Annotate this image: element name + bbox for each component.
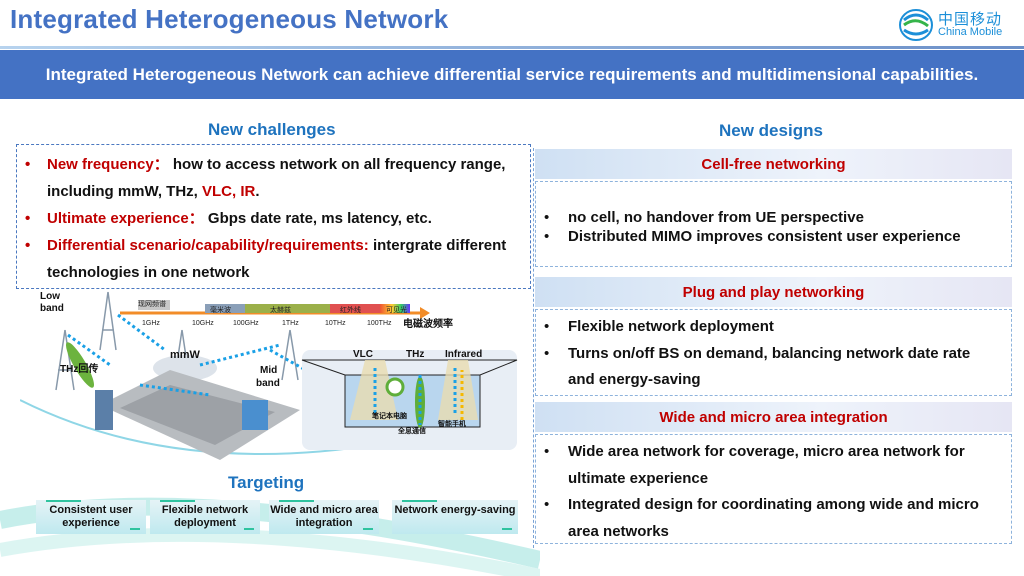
band-label: 毫米波 xyxy=(210,305,231,314)
targeting-heading: Targeting xyxy=(228,473,305,492)
challenges-box: New frequency： how to access network on … xyxy=(16,144,531,289)
challenge-label: New frequency： xyxy=(47,156,169,173)
freq-tick: 100THz xyxy=(367,320,392,327)
challenges-heading: New challenges xyxy=(208,120,336,139)
target-card: Consistent user experience xyxy=(36,500,146,534)
low-band-label: Low xyxy=(40,291,60,302)
target-card-label: Wide and micro area integration xyxy=(270,504,378,529)
design-section-body: Flexible network deployment Turns on/off… xyxy=(535,309,1012,396)
phone-label: 智能手机 xyxy=(438,419,466,428)
vlc-label: VLC xyxy=(353,349,373,360)
target-card-label: Network energy-saving xyxy=(394,504,516,516)
summary-banner: Integrated Heterogeneous Network can ach… xyxy=(0,50,1024,99)
spectrum-axis-label: 电磁波频率 xyxy=(403,317,453,330)
band-label: 太赫兹 xyxy=(270,305,291,314)
freq-tick: 10THz xyxy=(325,320,346,327)
freq-tick: 1THz xyxy=(282,320,299,327)
design-section-title: Plug and play networking xyxy=(535,277,1012,307)
china-mobile-logo-icon xyxy=(899,9,933,41)
design-bullet: Wide area network for coverage, micro ar… xyxy=(544,439,1001,492)
challenge-text: how to access network on all frequency r… xyxy=(47,156,506,200)
challenge-highlight: VLC, IR xyxy=(202,183,256,200)
band-thz xyxy=(245,304,330,313)
design-section-title: Cell-free networking xyxy=(535,149,1012,179)
design-bullet: no cell, no handover from UE perspective xyxy=(544,208,1011,227)
band-label: 可见光 xyxy=(386,305,407,314)
target-card-label: Consistent user experience xyxy=(49,504,133,529)
logo-cn-text: 中国移动 xyxy=(938,11,1003,28)
freq-tick: 10GHz xyxy=(192,320,214,327)
design-section-title: Wide and micro area integration xyxy=(535,402,1012,432)
mid-band-label: Mid xyxy=(260,365,277,376)
band-label: 红外线 xyxy=(340,305,361,314)
spectrum-arrow xyxy=(420,307,430,319)
band-ir xyxy=(330,304,380,313)
challenge-text: intergrate different technologies in one… xyxy=(47,237,507,281)
mmw-label: mmW xyxy=(170,349,201,361)
holo-label: 全息通信 xyxy=(397,426,426,435)
band-label: 现网频谱 xyxy=(138,299,166,308)
challenge-item: Differential scenario/capability/require… xyxy=(25,232,530,286)
target-card: Network energy-saving xyxy=(392,500,518,534)
target-card: Wide and micro area integration xyxy=(269,500,379,534)
infrared-label: Infrared xyxy=(445,349,482,360)
design-section-body: no cell, no handover from UE perspective… xyxy=(535,181,1012,267)
design-bullet: Integrated design for coordinating among… xyxy=(544,492,1001,545)
thz-beam xyxy=(66,342,94,388)
laptop-label: 笔记本电脑 xyxy=(372,411,407,420)
design-bullet: Turns on/off BS on demand, balancing net… xyxy=(544,341,1001,394)
designs-divider xyxy=(533,148,534,548)
page-title: Integrated Heterogeneous Network xyxy=(10,4,449,34)
band-visible xyxy=(380,304,410,313)
band-mmw xyxy=(205,304,245,313)
challenge-item: Ultimate experience： Gbps date rate, ms … xyxy=(25,205,530,232)
freq-tick: 1GHz xyxy=(142,320,160,327)
logo-en-text: China Mobile xyxy=(938,26,1003,38)
building-icon xyxy=(95,390,113,430)
thz-backhaul-label: THz回传 xyxy=(60,362,98,375)
design-bullet: Distributed MIMO improves consistent use… xyxy=(544,227,1011,246)
freq-tick: 100GHz xyxy=(233,320,259,327)
target-card: Flexible network deployment xyxy=(150,500,260,534)
header-divider xyxy=(0,46,1024,49)
challenge-label: Differential scenario/capability/require… xyxy=(47,237,369,254)
design-bullet: Flexible network deployment xyxy=(544,314,1001,341)
challenge-label: Ultimate experience： xyxy=(47,210,204,227)
mid-band-label: band xyxy=(256,378,280,389)
target-card-label: Flexible network deployment xyxy=(161,504,249,529)
building-icon xyxy=(242,400,268,430)
band-current xyxy=(138,300,170,310)
challenge-item: New frequency： how to access network on … xyxy=(25,151,530,205)
challenge-text: Gbps date rate, ms latency, etc. xyxy=(203,210,432,227)
china-mobile-logo: 中国移动 China Mobile xyxy=(898,8,1018,42)
challenge-end: . xyxy=(255,183,260,200)
network-scenario-illustration: 现网频谱 毫米波 太赫兹 红外线 可见光 1GHz 10GHz 100GHz 1… xyxy=(20,291,518,460)
thz-label: THz xyxy=(406,349,424,360)
design-section-body: Wide area network for coverage, micro ar… xyxy=(535,434,1012,544)
low-band-label: band xyxy=(40,303,64,314)
designs-heading: New designs xyxy=(719,121,823,140)
clock-icon xyxy=(385,377,405,397)
wireless-link xyxy=(67,313,351,397)
